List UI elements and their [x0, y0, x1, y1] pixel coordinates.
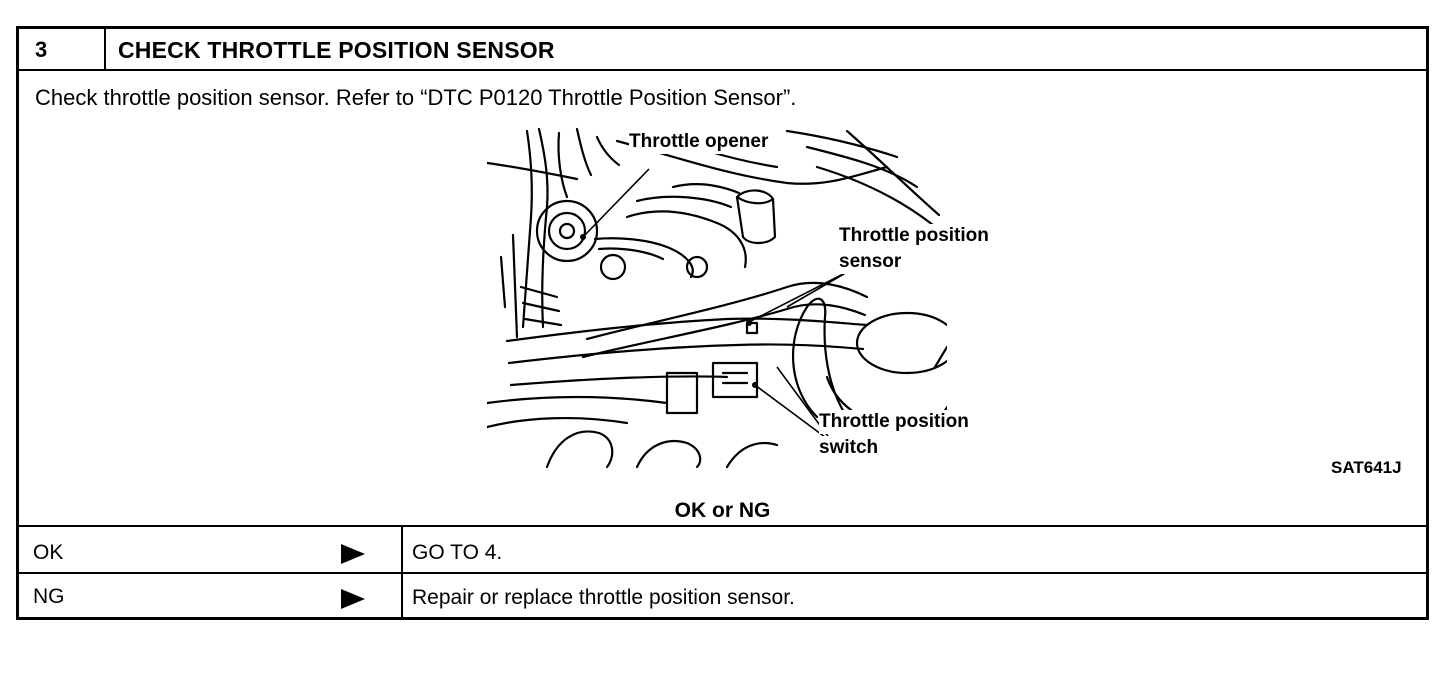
throttle-opener-label: Throttle opener	[629, 130, 769, 154]
result-heading: OK or NG	[674, 499, 771, 522]
result-ok-arrow-icon	[341, 544, 365, 564]
tp-sensor-label-line1: Throttle position	[839, 224, 989, 248]
result-ng-arrow-icon	[341, 589, 365, 609]
instruction-text: Check throttle position sensor. Refer to…	[35, 85, 797, 110]
step-title: CHECK THROTTLE POSITION SENSOR	[118, 37, 555, 63]
tp-switch-label-line1: Throttle position	[819, 410, 969, 434]
result-ng-action: Repair or replace throttle position sens…	[412, 586, 795, 609]
results-top-rule	[19, 525, 1426, 527]
figure-code: SAT641J	[1331, 458, 1402, 477]
results-middle-rule	[19, 572, 1426, 574]
diagnostic-step-table: 3 CHECK THROTTLE POSITION SENSOR Check t…	[16, 26, 1429, 620]
step-number: 3	[35, 37, 48, 62]
result-ok-action: GO TO 4.	[412, 541, 503, 564]
header-bottom-rule	[19, 69, 1426, 71]
engine-line-drawing	[485, 127, 959, 469]
header-divider	[104, 29, 106, 71]
throttle-body-illustration	[485, 127, 959, 469]
result-ng-label: NG	[33, 585, 65, 608]
tp-sensor-label-line2: sensor	[839, 250, 902, 274]
tp-switch-label-line2: switch	[819, 436, 879, 460]
result-ok-label: OK	[33, 541, 64, 564]
